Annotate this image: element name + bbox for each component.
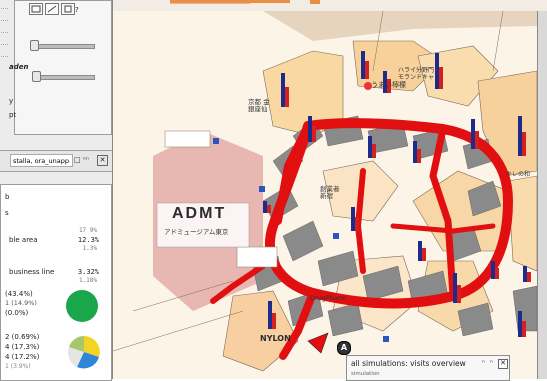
bar-markers [263,51,531,337]
pt-label: pt [9,111,17,119]
admt-title: ADMT [172,205,227,222]
shop-center-label: 創業者 新宿 [320,185,340,200]
pie-legend-1-0: (43.4%) [5,290,33,298]
tool-row-prefix: ? [75,6,79,14]
pie-legend-2-2: 4 (17.2%) [5,353,40,361]
shop-bottom-label: DrugPharm [310,294,347,302]
pie-chart-icon [67,336,100,369]
search-row: □ ⁿ ⁿ ✕ [0,150,112,172]
left-panel: ? aden y pt □ ⁿ ⁿ ✕ b s [0,0,113,381]
gutter-marks [1,8,9,128]
tool-button-1[interactable] [29,3,43,15]
square-icon [64,5,72,13]
harai-label: ハライ分野門 モランドキャ [398,67,435,81]
jewelry-label: うまい檸檬 [371,81,406,89]
mid-letter: y [9,97,14,105]
stat-value-1: 12.3% [77,236,99,244]
marker-a-icon[interactable]: A [337,341,351,355]
maximize-icon[interactable]: ⁿ [482,359,485,367]
stats-panel: b s 17 9% ble area 12.3% 1.3% business l… [0,184,112,381]
stat-value-2: 3.32% [77,268,99,276]
accent-mark [310,0,320,4]
pie-legend-1-1: 1 (14.9%) [5,299,37,307]
pie-legend-1-2: (0.0%) [5,309,29,317]
shop-left-label: 京都 金 銀座仙 [248,98,270,113]
pie-legend-2-3: 1 (3.9%) [5,363,31,370]
slider-2-knob[interactable] [32,71,41,82]
stat-small-top: 17 9% [78,227,97,234]
maximize-icon[interactable]: □ ⁿ [74,156,86,164]
marker-a-label: A [340,343,348,352]
stats-letter-s: s [5,209,9,217]
shop-tr-label: キレの和 [506,171,531,178]
sim-window-subtitle: simulation [351,371,380,377]
stats-letter-b: b [5,193,10,201]
sim-overview-window[interactable]: all simulations: visits overview simulat… [346,355,510,381]
nylon-label: NYLON [260,334,291,343]
tool-button-3[interactable] [61,3,75,15]
grid-icon [31,5,41,13]
restore-icon[interactable]: ⁿ [490,359,493,367]
slider-1-knob[interactable] [30,40,39,51]
search-input[interactable] [10,154,73,167]
pie-legend-2-1: 4 (17.3%) [5,343,40,351]
sim-window-title: all simulations: visits overview [351,359,466,368]
floor-map[interactable]: ADMT アドミュージアム東京 NYLON うまい檸檬 ハライ分野門 モランドキ… [113,11,537,379]
line-icon [47,5,57,13]
stat-small-1: 1.3% [82,245,97,252]
right-scrollbar[interactable] [537,11,547,379]
admt-subtitle: アドミュージアム東京 [164,228,229,236]
slider-1-track[interactable] [35,44,95,49]
stat-small-2: 1.18% [78,277,97,284]
floor-map-canvas [113,11,537,379]
stat-label-2: business line [9,268,55,276]
tool-panel: ? aden y pt [9,0,112,135]
close-icon[interactable]: ✕ [498,359,508,369]
pie-legend-2-0: 2 (0.69%) [5,333,40,341]
title-bar [0,0,547,11]
stat-label-1: ble area [9,236,38,244]
slider-2-track[interactable] [35,75,95,80]
accent-line [170,3,250,4]
close-icon[interactable]: ✕ [97,155,108,166]
pie-chart-icon [66,290,98,322]
restore-icon[interactable]: ⁿ [86,156,89,164]
accent-strip [170,0,290,3]
tool-button-2[interactable] [45,3,59,15]
slider-label: aden [9,63,29,71]
